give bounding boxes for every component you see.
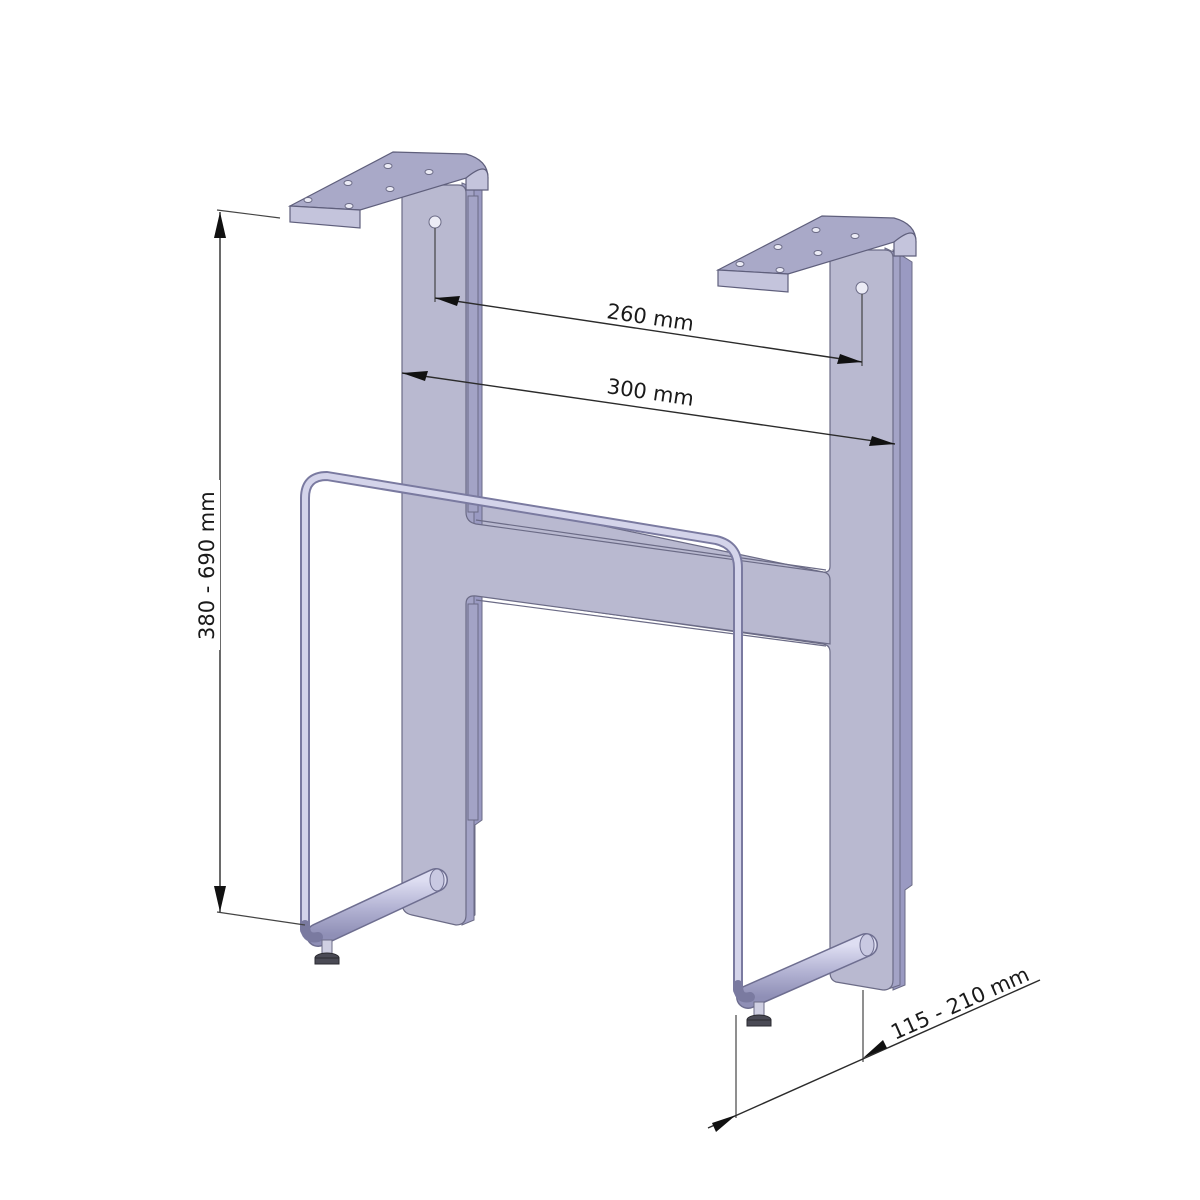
h-crossbar — [475, 519, 827, 647]
bracket-hole-group — [303, 163, 434, 209]
mounting-hole-left — [428, 215, 442, 229]
left-bottom-rod — [306, 868, 448, 947]
left-side-plate — [401, 182, 831, 926]
mounting-hole-right — [855, 281, 869, 295]
left-leveling-foot — [314, 939, 340, 965]
dimension-label-depth: 115 - 210 mm — [887, 962, 1033, 1044]
right-mounting-bracket — [715, 215, 917, 295]
dimension-height: 380 - 690 mm — [195, 209, 306, 926]
left-mounting-bracket — [287, 151, 489, 229]
right-bottom-rod — [736, 933, 878, 1009]
bracket-hole-group — [735, 227, 860, 273]
dimension-label-300: 300 mm — [605, 374, 695, 411]
wire-retaining-bow — [300, 471, 755, 1003]
right-leveling-foot — [746, 1001, 772, 1027]
dimension-label-height: 380 - 690 mm — [195, 491, 219, 640]
